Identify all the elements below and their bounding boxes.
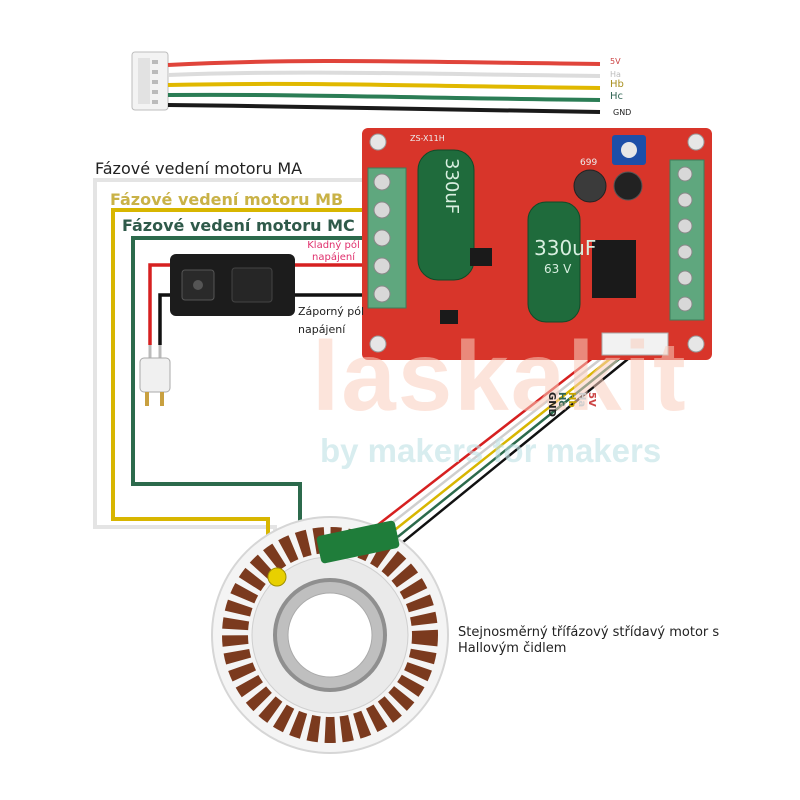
cable-tag-hb: Hb: [610, 79, 624, 90]
cable-tag-ha: Ha: [610, 70, 621, 79]
cap-center-voltage: 63 V: [544, 262, 572, 276]
power-adapter: [139, 254, 295, 406]
hall-label-hb: Hb: [566, 392, 577, 408]
hall-label-hc: Hc: [556, 392, 567, 407]
label-phase-mb: Fázové vedení motoru MB: [110, 190, 344, 209]
cable-tag-gnd: GND: [613, 108, 632, 117]
controller-board: [362, 128, 712, 360]
hall-label-gnd: GND: [546, 392, 557, 417]
label-phase-mc: Fázové vedení motoru MC: [122, 216, 355, 235]
hall-connector-labels: 5V Ha Hb Hc GND: [546, 392, 597, 417]
power-wires: [148, 263, 378, 345]
hall-label-ha: Ha: [576, 392, 587, 408]
cap-center-label: 330uF: [534, 236, 597, 260]
cap-left-label: 330uF: [441, 158, 462, 215]
label-positive-pole: Kladný pól napájení: [307, 240, 360, 263]
label-motor: Stejnosměrný třífázový střídavý motor s …: [458, 625, 720, 656]
hall-sensor-cable: [131, 51, 601, 114]
watermark-brand: laskakit: [312, 321, 688, 431]
cable-tag-5v: 5V: [610, 57, 621, 66]
hall-label-5v: 5V: [586, 392, 597, 407]
board-model: ZS-X11H: [410, 134, 445, 143]
inductor-label: 699: [580, 158, 598, 168]
bldc-motor: [211, 516, 449, 754]
label-phase-ma: Fázové vedení motoru MA: [95, 159, 303, 178]
watermark-tagline: by makers for makers: [320, 432, 662, 469]
label-negative-pole: Záporný pól napájení: [298, 305, 365, 336]
hall-wires: [347, 342, 629, 565]
cable-tag-hc: Hc: [610, 91, 624, 102]
